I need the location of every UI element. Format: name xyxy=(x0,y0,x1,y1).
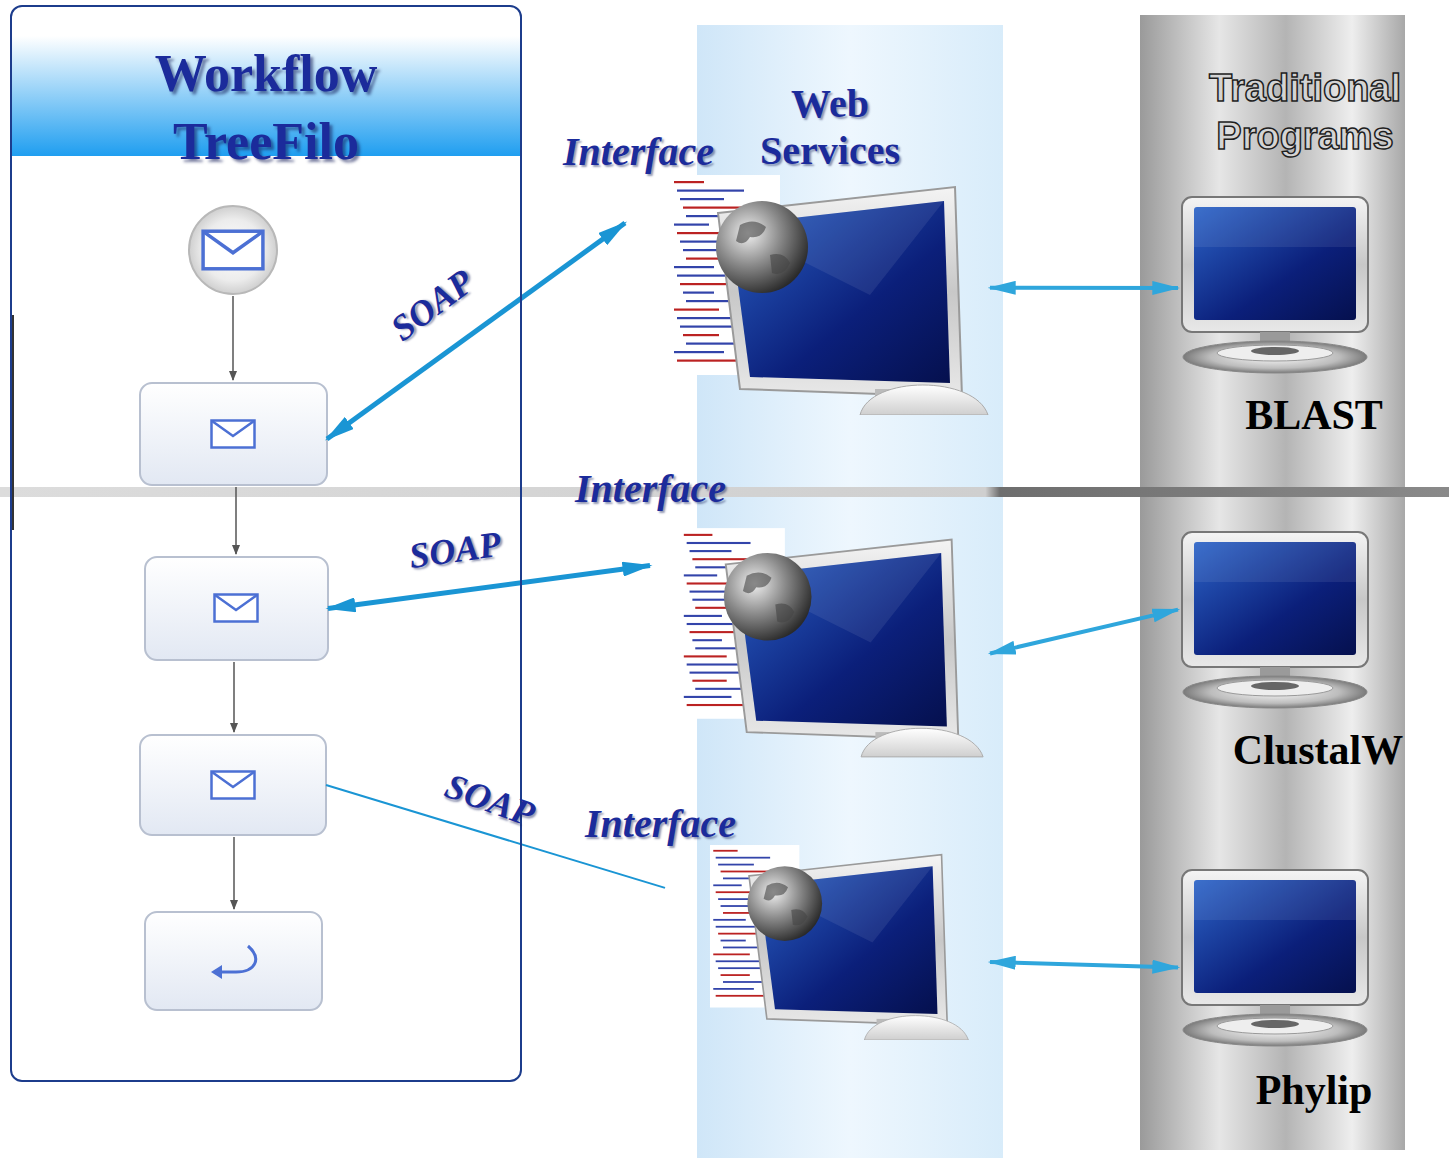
step-box xyxy=(145,912,322,1010)
band-title: Traditional Programs xyxy=(1165,65,1445,160)
interface-label: Interface xyxy=(575,465,726,512)
programs-band: Traditional ProgramsBLASTClustalWPhylip xyxy=(1140,15,1405,1150)
connector xyxy=(990,286,1178,290)
envelope-icon xyxy=(215,595,258,622)
start-event xyxy=(189,206,277,294)
edge-label: SOAP xyxy=(407,523,504,577)
envelope-icon xyxy=(203,231,263,269)
program-monitor xyxy=(1182,870,1368,1046)
web-service: Interface xyxy=(665,845,990,1040)
connector xyxy=(328,566,650,609)
flow-arrow xyxy=(232,296,234,380)
edge-label: SOAP xyxy=(383,261,482,350)
web-service: Interface xyxy=(625,175,990,415)
interface-label: Interface xyxy=(585,800,736,847)
program-name: Phylip xyxy=(1178,1066,1410,1114)
return-icon xyxy=(211,965,222,979)
program-monitor xyxy=(1182,532,1368,708)
web-service: Interface xyxy=(650,505,990,780)
web-service-computer xyxy=(670,175,988,415)
envelope-icon xyxy=(212,421,255,448)
step-box xyxy=(140,383,327,485)
step-box xyxy=(140,735,326,835)
web-services-band: Web ServicesInterfaceInterfaceInterface xyxy=(697,25,1003,1158)
web-service-computer xyxy=(710,845,968,1040)
program-node: ClustalW xyxy=(1178,528,1428,783)
program-monitor xyxy=(1182,197,1368,373)
band-title: Web Services xyxy=(720,80,940,174)
flow-arrow xyxy=(233,837,235,909)
edge-label: SOAP xyxy=(440,765,541,836)
step-box xyxy=(145,557,328,660)
program-node: Phylip xyxy=(1178,868,1410,1123)
web-service-computer xyxy=(680,528,983,757)
return-icon xyxy=(222,946,256,972)
program-name: BLAST xyxy=(1178,391,1410,439)
program-node: BLAST xyxy=(1178,193,1410,443)
connector xyxy=(990,610,1178,654)
envelope-icon xyxy=(212,772,255,799)
connector xyxy=(327,223,625,439)
program-name: ClustalW xyxy=(1178,726,1428,774)
panel-title: Workflow TreeFilo xyxy=(116,40,416,175)
flow-arrow xyxy=(235,487,237,554)
interface-label: Interface xyxy=(563,128,714,175)
connector xyxy=(990,962,1178,967)
flow-arrow xyxy=(233,662,235,732)
programs-band xyxy=(1140,15,1405,1150)
